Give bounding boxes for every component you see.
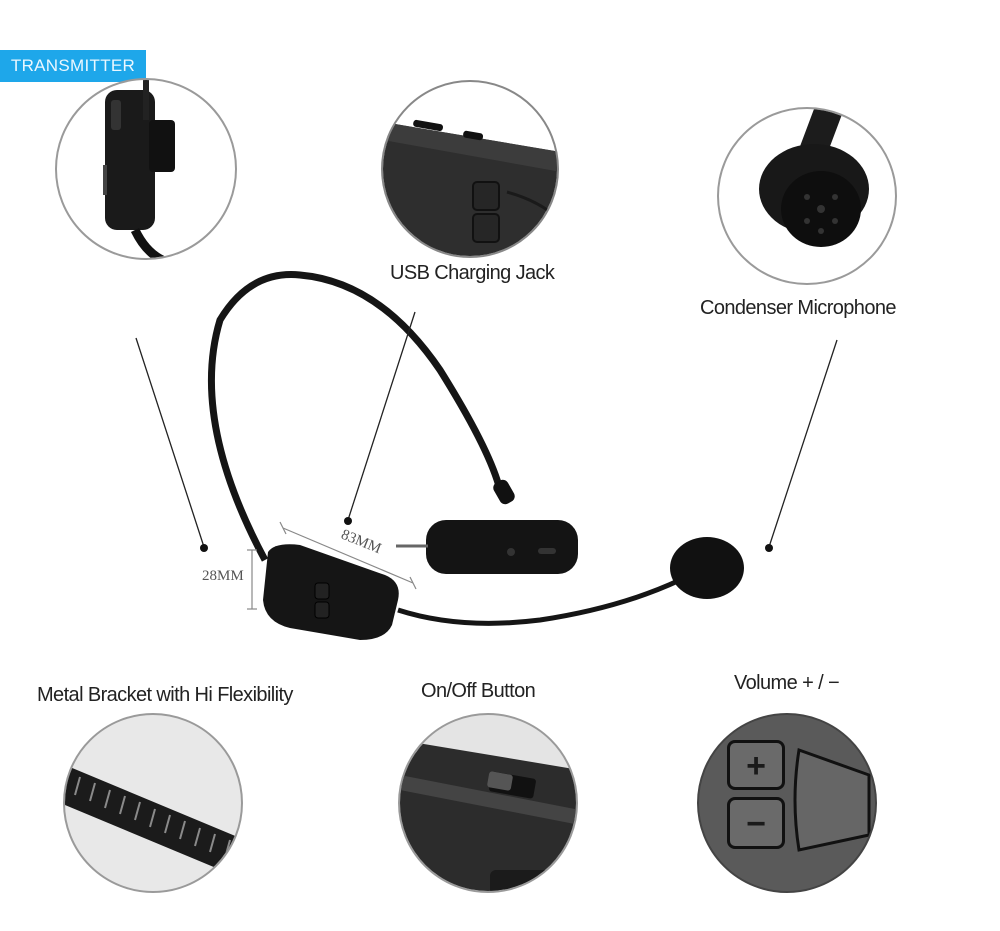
transmitter-detail-circle xyxy=(55,78,237,260)
volume-label: Volume + / − xyxy=(734,672,840,694)
transmitter-side-illustration xyxy=(103,80,175,258)
volume-down-button: − xyxy=(727,797,785,849)
bracket-detail-circle xyxy=(63,713,243,893)
bracket-label: Metal Bracket with Hi Flexibility xyxy=(37,684,293,706)
microphone-capsule-illustration xyxy=(759,109,869,247)
plus-icon: + xyxy=(746,747,766,785)
usb-jack-illustration xyxy=(383,119,557,256)
microphone-label: Condenser Microphone xyxy=(700,297,897,319)
usb-jack-detail-circle xyxy=(381,80,559,258)
volume-housing-illustration xyxy=(793,747,871,852)
height-dimension-label: 28MM xyxy=(202,568,244,584)
volume-detail-circle: + − xyxy=(697,713,877,893)
power-switch-illustration xyxy=(400,740,576,891)
minus-icon: − xyxy=(746,805,766,843)
microphone-detail-circle xyxy=(717,107,897,285)
power-button-label: On/Off Button xyxy=(421,680,536,702)
gooseneck-illustration xyxy=(65,765,241,879)
usb-jack-label: USB Charging Jack xyxy=(390,262,555,284)
power-button-detail-circle xyxy=(398,713,578,893)
transmitter-badge: TRANSMITTER xyxy=(0,50,146,82)
volume-up-button: + xyxy=(727,740,785,790)
